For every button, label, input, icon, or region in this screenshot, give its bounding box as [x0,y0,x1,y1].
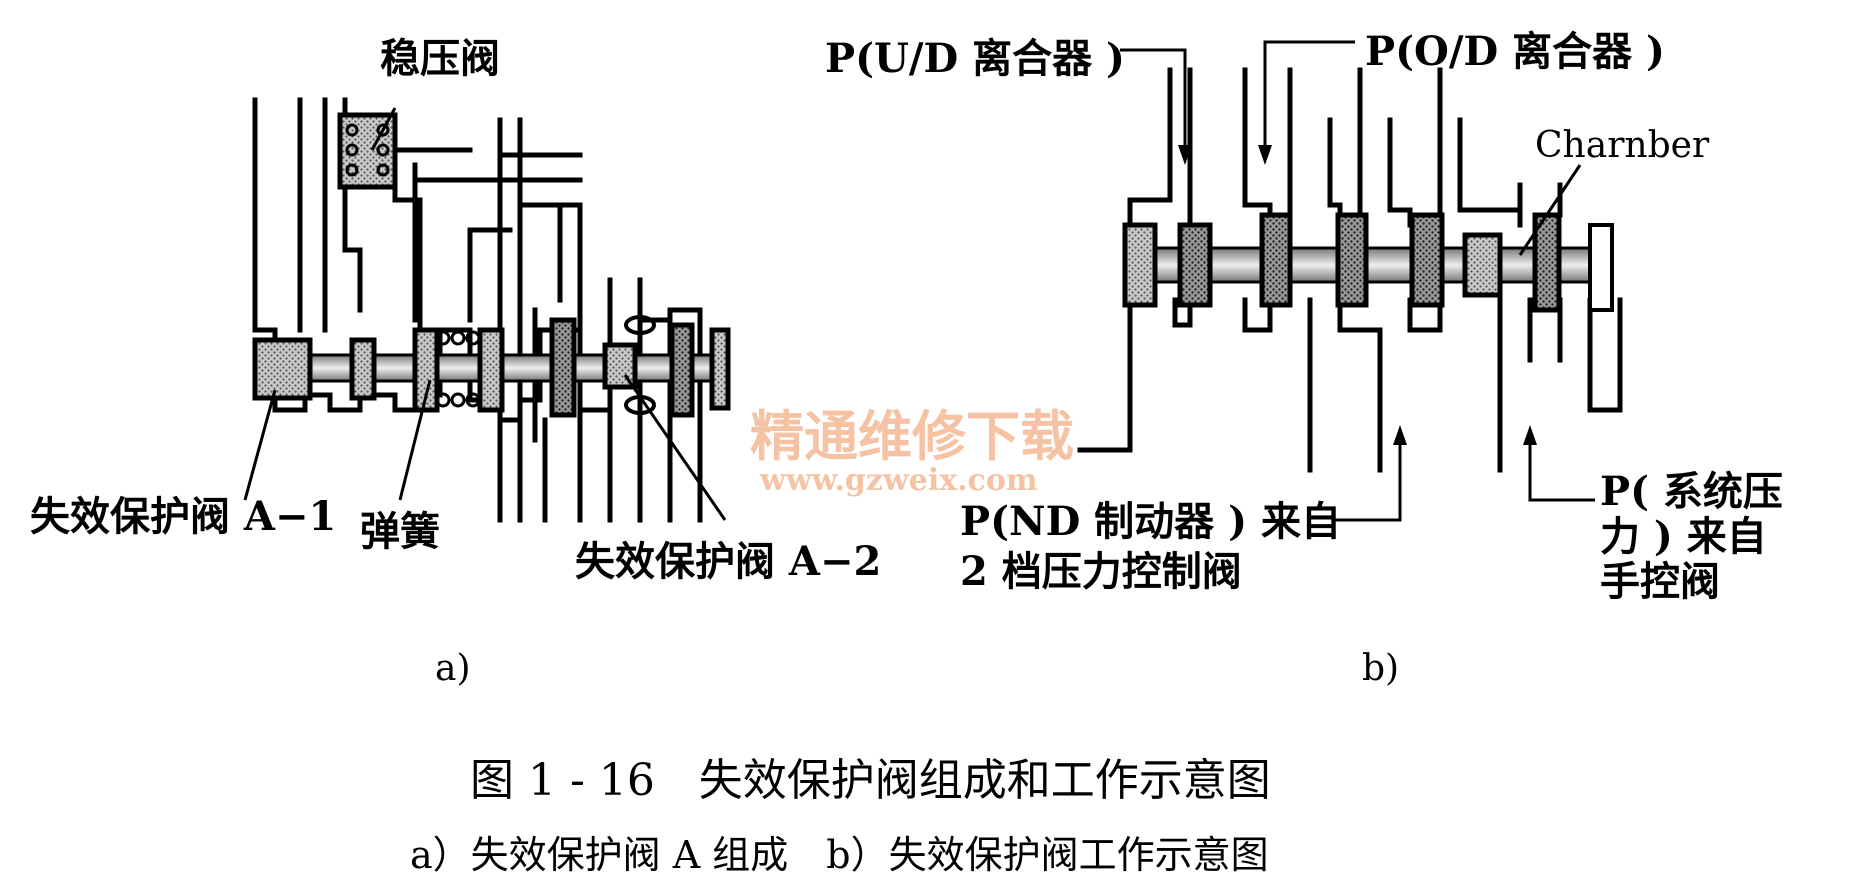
panel-b-land-3 [1259,212,1293,308]
panel-a-land-5 [549,317,577,418]
panel-a-land-3 [412,327,440,413]
panel-b-land-1 [1122,222,1158,308]
label-spring: 弹簧 [360,508,440,555]
panel-a-tag: a) [435,648,471,689]
panel-b-land-2 [1177,222,1213,308]
label-chamber: Charnber [1535,125,1710,166]
watermark-url: www.gzweix.com [759,463,1038,498]
figure-caption: 图 1 - 16 失效保护阀组成和工作示意图 [470,755,1271,806]
failsafe-a1-land [252,337,313,401]
label-nd-brake-line1: P(ND 制动器 ) 来自 [960,498,1341,545]
panel-b-land-5 [1409,212,1445,308]
watermark: 精通维修下载 www.gzweix.com [750,404,1074,498]
label-nd-brake-line2: 2 档压力控制阀 [960,548,1242,595]
label-failsafe-a2: 失效保护阀 A−2 [575,538,881,585]
label-failsafe-a1: 失效保护阀 A−1 [30,493,336,540]
panel-b-body-outline [1077,297,1133,453]
panel-a-passages [252,97,703,523]
label-system-line1: P( 系统压 [1600,468,1783,515]
panel-a-land-4 [477,327,505,413]
panel-a-land-2 [349,337,377,401]
label-od-clutch: P(O/D 离合器 ) [1365,28,1665,75]
panel-a-land-7 [669,322,695,418]
panel-b-land-6 [1462,232,1503,298]
panel-b: P(U/D 离合器 ) P(O/D 离合器 ) Charnber P(ND 制动… [825,28,1783,689]
panel-b-land-4 [1335,212,1369,308]
label-system-line2: 力 ) 来自 [1600,513,1767,560]
figure-subcaption: a）失效保护阀 A 组成 b）失效保护阀工作示意图 [410,833,1269,877]
panel-a: 稳压阀 失效保护阀 A−1 弹簧 失效保护阀 A−2 a) [30,35,881,689]
panel-b-tag: b) [1362,648,1399,689]
label-stabilizer-valve: 稳压阀 [380,35,500,82]
panel-b-passages [1127,67,1563,228]
panel-a-land-8 [709,327,731,411]
spring-coils [435,330,481,408]
label-ud-clutch: P(U/D 离合器 ) [825,35,1125,82]
watermark-title: 精通维修下载 [750,404,1074,468]
label-system-line3: 手控阀 [1600,558,1720,605]
